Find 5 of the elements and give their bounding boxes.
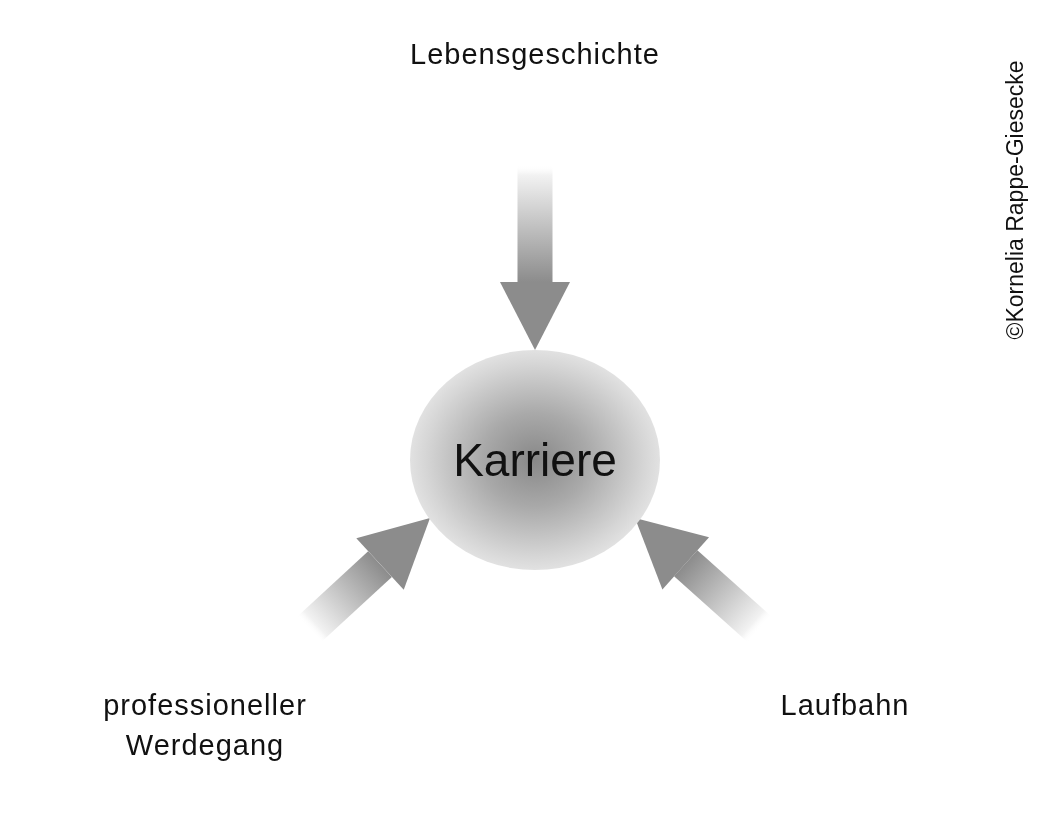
copyright-note: ©Kornelia Rappe-Giesecke <box>1001 60 1029 340</box>
node-label: professioneller Werdegang <box>102 688 308 763</box>
node-label: Karriere <box>453 433 617 487</box>
node-label: Lebensgeschichte <box>410 37 660 73</box>
node-label: Laufbahn <box>780 687 910 723</box>
